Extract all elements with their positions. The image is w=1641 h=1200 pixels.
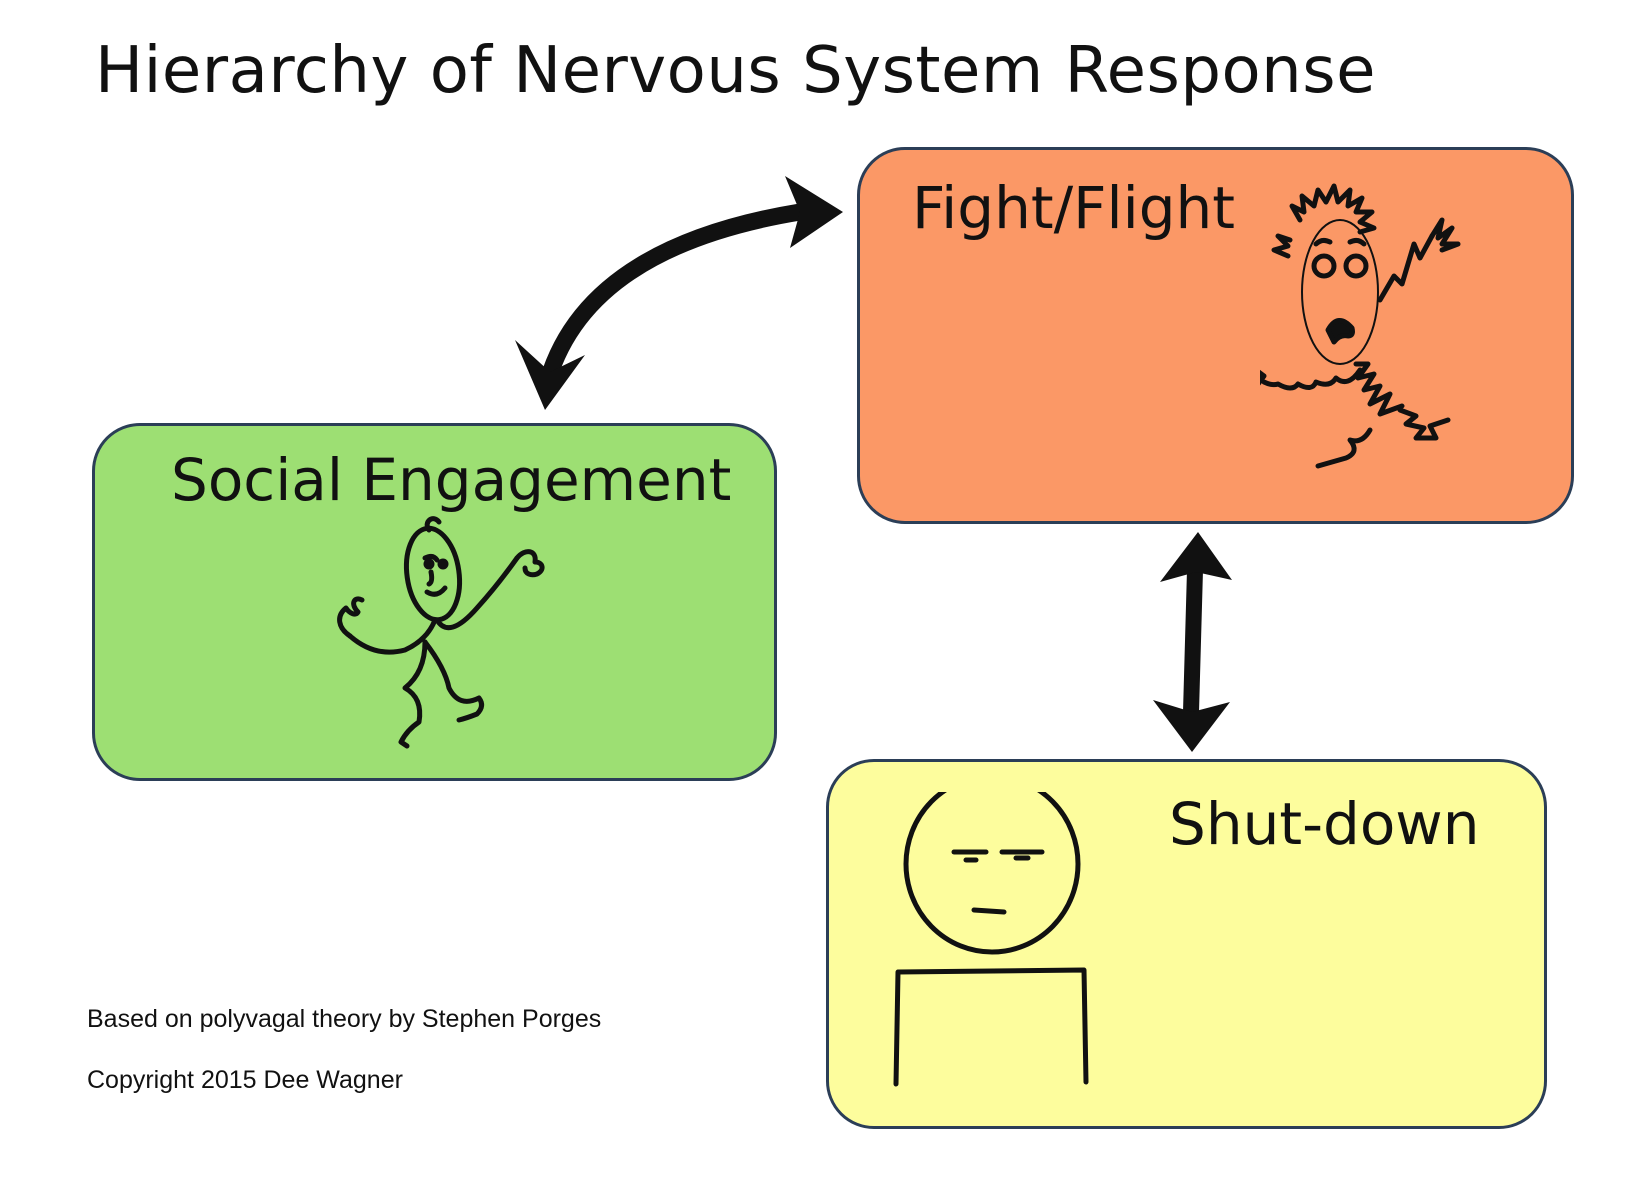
panicked-running-figure-icon [1260, 183, 1461, 469]
withdrawn-figure-icon [893, 792, 1089, 1087]
fight-flight-box: Fight/Flight [857, 147, 1574, 524]
double-arrow-fight-shutdown [1153, 532, 1232, 752]
shut-down-box: Shut-down [826, 759, 1547, 1129]
happy-dancing-figure-icon [337, 516, 545, 749]
shut-down-label: Shut-down [1169, 790, 1480, 858]
social-engagement-label: Social Engagement [171, 446, 732, 514]
credit-theory: Based on polyvagal theory by Stephen Por… [87, 1005, 602, 1033]
diagram-title: Hierarchy of Nervous System Response [95, 34, 1376, 108]
fight-flight-label: Fight/Flight [912, 174, 1236, 242]
double-arrow-social-fight [515, 176, 843, 410]
credit-copyright: Copyright 2015 Dee Wagner [87, 1066, 403, 1094]
social-engagement-box: Social Engagement [92, 423, 777, 781]
